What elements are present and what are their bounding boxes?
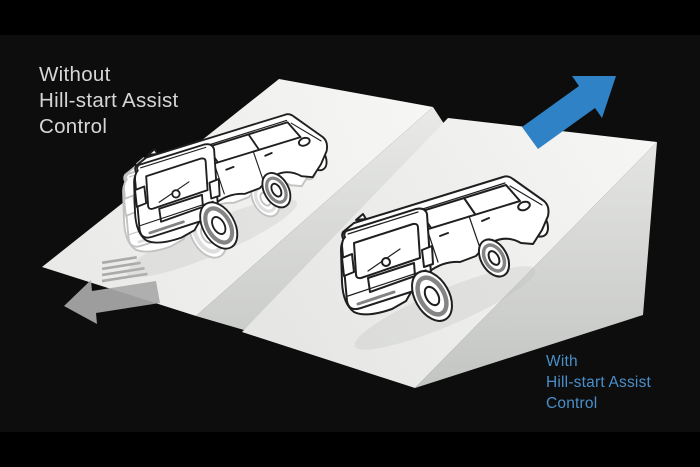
forward-arrow-icon (522, 76, 616, 149)
letterbox-bottom (0, 432, 700, 467)
letterbox-top (0, 0, 700, 35)
caption-line: Without (39, 63, 111, 86)
skid-marks (101, 256, 148, 283)
caption-without-assist: Without Hill-start Assist Control (39, 62, 179, 140)
rollback-arrow-icon (64, 280, 160, 324)
caption-line: Control (546, 395, 598, 412)
caption-with-assist: With Hill-start Assist Control (546, 351, 651, 414)
caption-line: Hill-start Assist (546, 374, 652, 391)
caption-line: With (546, 353, 578, 370)
ramp-left-side-face (196, 107, 450, 330)
caption-line: Hill-start Assist (39, 89, 179, 112)
caption-line: Control (39, 115, 108, 138)
